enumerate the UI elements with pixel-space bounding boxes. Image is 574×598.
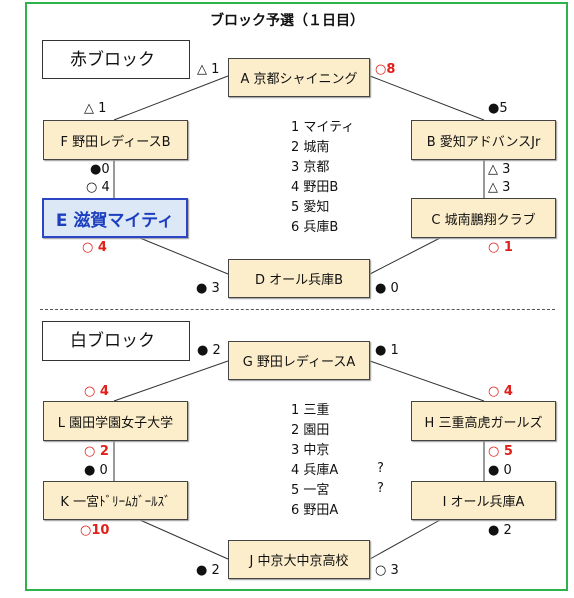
red-block-label: 赤ブロック [42,40,190,79]
score-i-bottom: ● 2 [488,523,512,538]
score-d-right: ● 0 [375,281,399,296]
question-mark-1: ? [377,461,384,476]
red-rank-1: 1 マイティ [291,120,355,135]
block-divider [40,309,555,310]
white-ranking: 1 三重 2 園田 3 中京 4 兵庫A 5 一宮 6 野田A [291,401,338,521]
question-mark-2: ? [377,481,384,496]
team-a: A 京都シャイニング [228,58,370,97]
line-a-b [369,75,485,121]
team-j: J 中京大中京高校 [228,540,370,579]
score-a-right: ○8 [375,62,396,77]
score-j-right: ○ 3 [375,563,399,578]
score-f-bottom: ●0 [90,162,110,177]
outer-frame [25,2,568,591]
red-rank-3: 3 京都 [291,160,330,175]
score-k-top: ● 0 [84,463,108,478]
score-b-top: ●5 [488,101,508,116]
white-rank-3: 3 中京 [291,443,330,458]
team-c: C 城南鵬翔クラブ [411,198,556,238]
team-d: D オール兵庫B [228,259,370,298]
team-b: B 愛知アドバンスJr [411,120,556,160]
line-e-d [139,237,229,275]
score-l-top: ○ 4 [84,384,109,399]
line-a-f [113,75,229,121]
white-block-label: 白ブロック [42,321,190,361]
white-rank-2: 2 園田 [291,423,330,438]
white-rank-4: 4 兵庫A [291,463,339,478]
score-e-bottom: ○ 4 [82,240,107,255]
team-k: K 一宮ﾄﾞﾘｰﾑｶﾞｰﾙｽﾞ [43,481,188,520]
line-i-j [369,519,441,560]
score-g-left: ● 2 [197,343,221,358]
score-h-top: ○ 4 [488,384,513,399]
page-title: ブロック予選（１日目） [210,13,364,29]
line-k-j [139,519,229,560]
team-g: G 野田レディースA [228,341,370,380]
team-h: H 三重高虎ガールズ [411,401,556,441]
red-rank-6: 6 兵庫B [291,220,339,235]
team-i: I オール兵庫A [411,481,556,520]
score-h-bottom: ○ 5 [488,444,513,459]
line-g-l [113,360,229,402]
red-ranking: 1 マイティ 2 城南 3 京都 4 野田B 5 愛知 6 兵庫B [291,118,354,238]
red-rank-5: 5 愛知 [291,200,330,215]
score-d-left: ● 3 [196,281,220,296]
score-c-top: △ 3 [488,180,511,195]
team-l: L 園田学園女子大学 [43,401,188,441]
score-f-top: △ 1 [84,101,107,116]
white-rank-5: 5 一宮 [291,483,330,498]
score-j-left: ● 2 [196,563,220,578]
red-rank-4: 4 野田B [291,180,339,195]
score-e-top: ○ 4 [86,180,110,195]
score-g-right: ● 1 [375,343,399,358]
score-c-bottom: ○ 1 [488,240,513,255]
white-rank-1: 1 三重 [291,403,330,418]
score-i-top: ● 0 [488,463,512,478]
team-e: E 滋賀マイティ [42,198,188,238]
line-g-h [369,360,485,402]
score-a-left: △ 1 [197,62,220,77]
line-c-d [369,237,441,275]
red-rank-2: 2 城南 [291,140,330,155]
white-rank-6: 6 野田A [291,503,339,518]
score-k-bottom: ○10 [80,523,110,538]
score-b-bottom: △ 3 [488,162,511,177]
score-l-bottom: ○ 2 [84,444,109,459]
team-f: F 野田レディースB [43,120,188,160]
